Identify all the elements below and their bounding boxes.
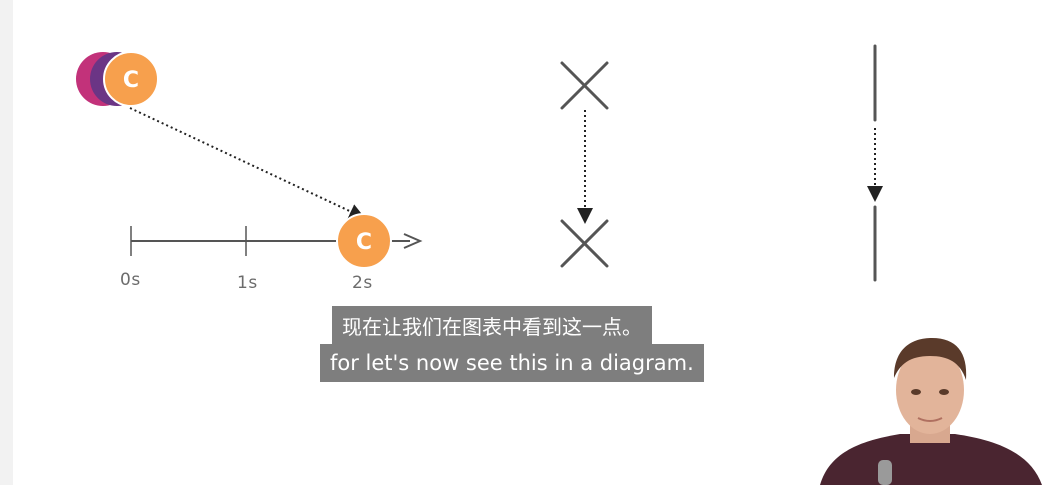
ball-end [336, 213, 392, 269]
x-mark-bottom [560, 219, 609, 268]
timeline-label-1s: 1s [237, 273, 258, 293]
presenter-shirt [820, 434, 1042, 485]
trajectory-dotted-line [129, 107, 366, 219]
ball-start-label: C [123, 68, 139, 93]
presenter-video [820, 338, 1042, 485]
presenter-hair [894, 338, 967, 380]
subtitle-chinese: 现在让我们在图表中看到这一点。 [332, 306, 652, 344]
timeline-arrowhead [403, 233, 423, 249]
timeline-label-2s: 2s [352, 273, 373, 293]
subtitle-english: for let's now see this in a diagram. [320, 344, 704, 382]
ball-end-label: C [356, 230, 372, 255]
presenter-face [896, 346, 964, 434]
microphone-icon [878, 460, 892, 485]
x-mark-top [560, 61, 609, 110]
timeline-label-0s: 0s [120, 270, 141, 290]
ball-start [103, 51, 159, 107]
